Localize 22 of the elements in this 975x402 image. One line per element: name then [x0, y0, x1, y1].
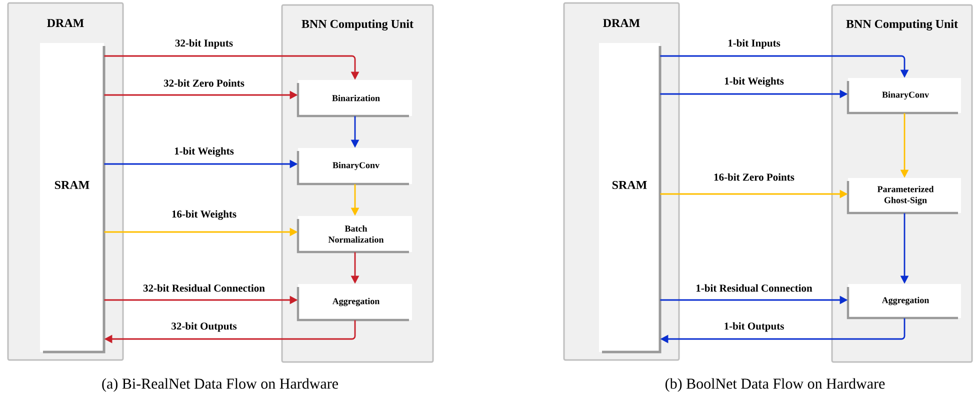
process-box: BinaryConv [846, 78, 961, 114]
process-box: Parameterized Ghost-Sign [846, 178, 961, 214]
edge-label: 1-bit Inputs [728, 39, 780, 49]
caption: (b) BoolNet Data Flow on Hardware [665, 378, 885, 392]
process-box: BinaryConv [296, 148, 412, 186]
caption: (a) Bi-RealNet Data Flow on Hardware [102, 378, 338, 392]
edge-label: 16-bit Zero Points [714, 173, 794, 181]
sram-block: SRAM [599, 43, 662, 354]
edge-label: 32-bit Outputs [172, 322, 237, 332]
edge-label: 32-bit Inputs [175, 39, 233, 49]
edge-label: 1-bit Weights [174, 147, 234, 157]
process-box: Aggregation [846, 284, 961, 320]
process-box: Batch Normalization [296, 216, 412, 254]
edge-label: 32-bit Residual Connection [143, 284, 265, 292]
edge-label: 1-bit Outputs [724, 322, 784, 332]
process-box: Aggregation [296, 284, 412, 322]
edge-label: 1-bit Weights [724, 77, 784, 87]
edge-label: 1-bit Residual Connection [696, 284, 812, 292]
edge-label: 16-bit Weights [172, 210, 236, 220]
process-box: Binarization [296, 80, 412, 118]
sram-block: SRAM [40, 43, 106, 354]
edge-label: 32-bit Zero Points [164, 79, 244, 87]
